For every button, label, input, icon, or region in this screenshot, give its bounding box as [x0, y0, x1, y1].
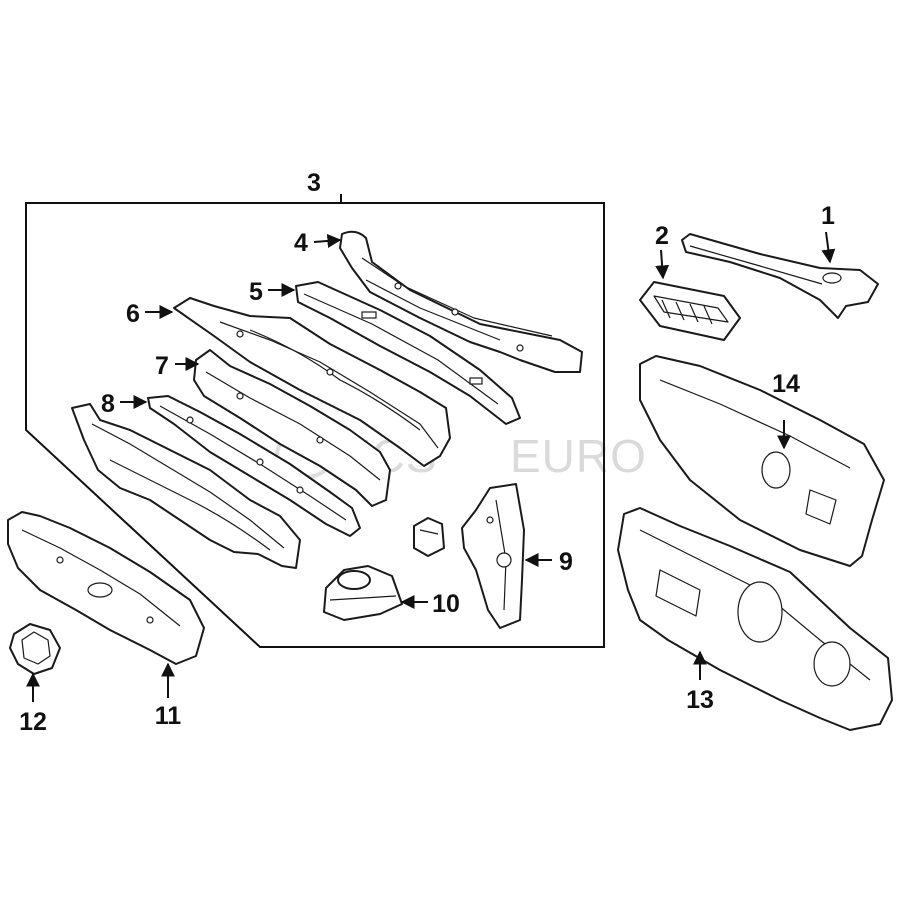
part-5-cowl-top-panel — [295, 281, 521, 425]
callout-4: 4 — [294, 229, 308, 257]
callout-11: 11 — [155, 702, 182, 730]
callout-13: 13 — [686, 686, 714, 714]
callout-2: 2 — [655, 222, 669, 250]
callout-14: 14 — [772, 370, 800, 398]
dash-panel-inner — [71, 403, 301, 569]
part-7-dash-cross-member — [193, 349, 391, 507]
part-11-silencer — [7, 511, 205, 665]
part-6-dash-upper-panel — [173, 297, 451, 467]
part-4-cowl-upper-rail — [339, 230, 583, 373]
callout-6: 6 — [126, 300, 140, 328]
leader-lines — [26, 194, 836, 702]
callout-labels: 1 2 3 4 5 6 7 8 9 10 11 12 13 14 — [19, 169, 835, 736]
callout-12: 12 — [19, 708, 47, 736]
part-9-bracket — [461, 483, 525, 629]
part-1-cowl-side — [681, 233, 879, 319]
part-12-grommet — [9, 623, 61, 675]
small-clip — [413, 517, 445, 557]
assembly-frame — [25, 202, 605, 648]
callout-1: 1 — [821, 202, 835, 230]
part-13-firewall-insulator — [617, 507, 893, 731]
callout-5: 5 — [249, 278, 263, 306]
part-10-dome-support — [323, 565, 403, 621]
part-14-insulator — [639, 355, 885, 567]
callout-9: 9 — [559, 548, 573, 576]
callout-10: 10 — [432, 590, 460, 618]
part-2-vent — [639, 281, 741, 341]
callout-7: 7 — [155, 352, 169, 380]
part-8-dash-lower-rail — [147, 395, 361, 537]
callout-3: 3 — [307, 169, 321, 197]
watermark-suffix: EURO — [510, 430, 647, 482]
callout-8: 8 — [101, 390, 115, 418]
